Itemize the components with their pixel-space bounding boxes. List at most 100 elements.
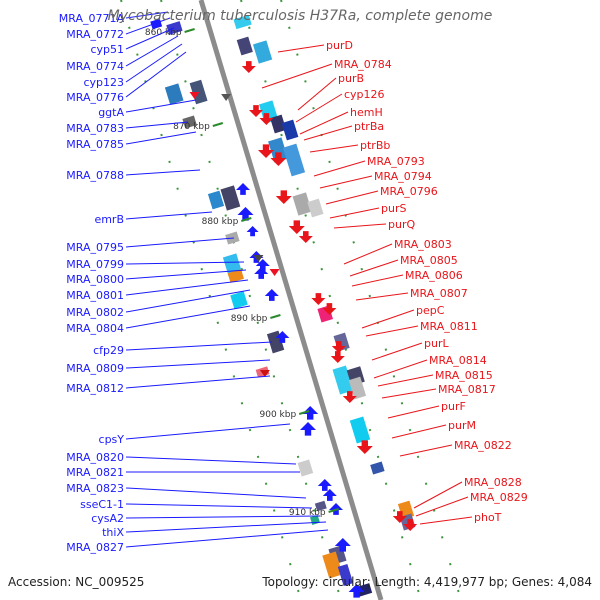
right-gene-label: MRA_0815	[435, 369, 493, 382]
left-label-leader	[125, 521, 327, 533]
left-label-leader	[125, 237, 235, 248]
left-label-leader	[125, 341, 273, 351]
gene-arrow-down	[331, 341, 346, 353]
left-label-leader	[125, 131, 197, 145]
ruler-label: 900 kbp	[260, 410, 297, 420]
gene-arrow-down	[311, 293, 326, 305]
ruler-label: 890 kbp	[231, 314, 268, 324]
left-gene-label: MRA_0774	[66, 60, 124, 73]
left-label-leader	[125, 211, 213, 220]
left-label-leader	[125, 279, 249, 296]
gene-block	[314, 500, 327, 512]
right-label-leader	[325, 190, 379, 205]
left-gene-label: MRA_0795	[66, 241, 124, 254]
right-label-leader	[333, 223, 387, 229]
left-label-leader	[125, 269, 247, 280]
left-gene-label: MRA_0801	[66, 289, 124, 302]
gene-arrow-down	[275, 190, 292, 204]
gene-arrow-down	[270, 152, 287, 166]
right-label-leader	[297, 77, 337, 111]
right-gene-label: purL	[424, 337, 449, 350]
gene-marker	[221, 94, 232, 101]
gene-block	[349, 416, 371, 444]
gene-block	[230, 291, 248, 309]
right-label-leader	[377, 374, 434, 387]
left-gene-label: MRA_0800	[66, 273, 124, 286]
gene-arrow-up	[236, 183, 250, 195]
right-label-leader	[261, 63, 333, 89]
left-label-leader	[125, 35, 179, 67]
ruler-tick	[212, 122, 224, 127]
gene-block	[292, 192, 312, 216]
gene-arrow-up	[255, 259, 270, 271]
left-gene-label: MRA_0776	[66, 91, 124, 104]
genome-backbone	[198, 0, 384, 600]
right-label-leader	[319, 175, 373, 189]
gene-arrow-down	[330, 351, 345, 363]
right-label-leader	[349, 259, 399, 277]
right-label-leader	[415, 496, 469, 517]
right-label-leader	[295, 93, 343, 123]
gene-block	[322, 551, 343, 579]
right-label-leader	[309, 144, 359, 153]
right-gene-label: MRA_0828	[464, 476, 522, 489]
left-gene-label: cysA2	[91, 512, 124, 525]
left-label-leader	[125, 27, 175, 50]
left-gene-label: MRA_0802	[66, 306, 124, 319]
left-gene-label: MRA_0823	[66, 482, 124, 495]
left-label-leader	[125, 359, 271, 369]
right-gene-label: ptrBa	[354, 120, 384, 133]
gene-arrow-down	[403, 519, 418, 531]
gene-block	[268, 137, 288, 163]
left-gene-label: MRA_0809	[66, 362, 124, 375]
gene-block	[282, 143, 306, 177]
right-gene-label: MRA_0794	[374, 170, 432, 183]
gene-block	[307, 198, 324, 218]
gene-arrow-up	[317, 479, 332, 491]
gene-block	[332, 365, 354, 395]
gene-arrow-up	[322, 489, 337, 501]
left-gene-label: cyp51	[90, 43, 124, 56]
left-gene-label: ggtA	[98, 106, 124, 119]
right-gene-label: pepC	[416, 304, 445, 317]
left-gene-label: MRA_0812	[66, 382, 124, 395]
left-gene-label: emrB	[94, 213, 124, 226]
right-gene-label: MRA_0796	[380, 185, 438, 198]
left-label-leader	[125, 305, 251, 329]
gene-marker	[253, 255, 264, 262]
ruler-label: 910 kbp	[289, 508, 326, 518]
right-gene-label: purS	[381, 202, 406, 215]
left-label-leader	[125, 515, 321, 519]
left-gene-label: MRA_0785	[66, 138, 124, 151]
gene-arrow-down	[298, 231, 313, 243]
gene-arrow-down	[342, 391, 357, 403]
left-label-leader	[125, 169, 201, 176]
right-gene-label: purF	[441, 400, 466, 413]
gene-block	[370, 461, 385, 475]
right-label-leader	[413, 481, 463, 509]
ruler-tick	[298, 410, 310, 415]
right-label-leader	[373, 359, 428, 379]
left-gene-label: MRA_0804	[66, 322, 124, 335]
right-gene-label: MRA_0805	[400, 254, 458, 267]
ruler-label: 880 kbp	[202, 217, 239, 227]
left-gene-label: MRA_0788	[66, 169, 124, 182]
ruler-tick	[241, 217, 252, 222]
left-label-leader	[125, 487, 307, 499]
gene-block	[233, 14, 252, 30]
gene-block	[337, 563, 354, 587]
left-label-leader	[125, 51, 187, 98]
right-label-leader	[361, 309, 415, 329]
left-gene-label: MRA_0827	[66, 541, 124, 554]
gene-arrow-down	[241, 61, 256, 73]
ruler-tick	[328, 508, 339, 513]
left-label-leader	[125, 423, 291, 440]
gene-arrow-down	[249, 105, 263, 117]
gene-block	[252, 40, 273, 64]
right-gene-label: cyp126	[344, 88, 385, 101]
gene-block	[355, 583, 373, 597]
gene-arrow-down	[259, 113, 274, 125]
left-label-leader	[125, 99, 197, 113]
left-gene-label: cyp123	[83, 76, 124, 89]
